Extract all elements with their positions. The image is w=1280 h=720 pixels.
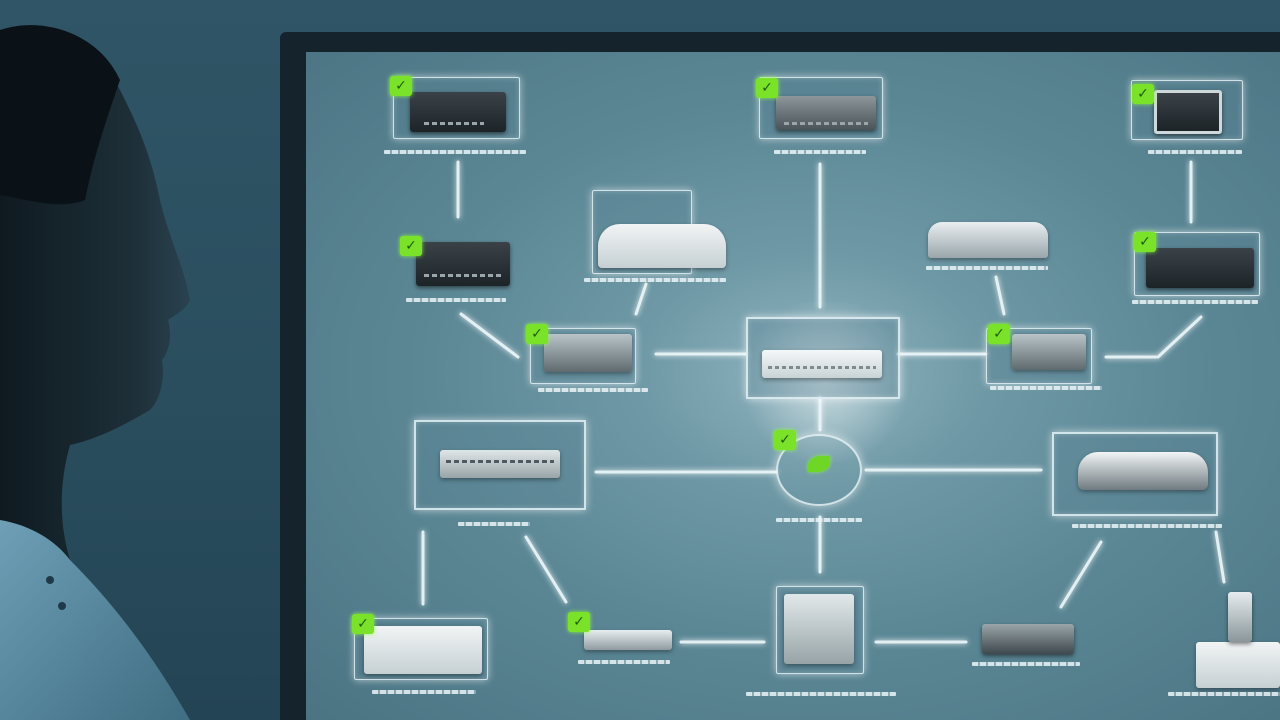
device-caption xyxy=(406,298,506,302)
person-silhouette xyxy=(0,25,190,720)
core-switch-icon xyxy=(762,350,882,378)
monitor-icon xyxy=(784,594,854,664)
device-caption xyxy=(774,150,866,154)
laptop-icon xyxy=(1154,90,1222,134)
patch-panel-icon xyxy=(440,450,560,478)
device-caption xyxy=(926,266,1048,270)
device-caption xyxy=(746,692,896,696)
nas-icon xyxy=(1012,334,1086,370)
device-caption xyxy=(990,386,1102,390)
device-caption xyxy=(1132,300,1258,304)
check-icon: ✓ xyxy=(526,324,548,344)
check-icon: ✓ xyxy=(756,78,778,98)
network-diagram-screen: ✓ ✓ ✓ ✓ ✓ xyxy=(306,52,1280,720)
printer-icon xyxy=(544,334,632,372)
check-icon: ✓ xyxy=(390,76,412,96)
tower-server-icon xyxy=(1196,642,1280,688)
eco-leaf-icon xyxy=(808,456,830,472)
device-caption xyxy=(776,518,862,522)
check-icon: ✓ xyxy=(1134,232,1156,252)
check-icon: ✓ xyxy=(352,614,374,634)
access-point-icon xyxy=(598,224,726,268)
check-icon: ✓ xyxy=(568,612,590,632)
rack-unit-icon xyxy=(1228,592,1252,642)
device-caption xyxy=(578,660,670,664)
check-icon: ✓ xyxy=(1132,84,1154,104)
device-caption xyxy=(372,690,476,694)
check-icon: ✓ xyxy=(774,430,796,450)
router-icon xyxy=(1078,452,1208,490)
check-icon: ✓ xyxy=(400,236,422,256)
device-caption xyxy=(1168,692,1280,696)
appliance-icon xyxy=(982,624,1074,654)
storage-icon xyxy=(1146,248,1254,288)
device-caption xyxy=(384,150,526,154)
hub-ring xyxy=(776,434,862,506)
gateway-icon xyxy=(928,222,1048,258)
switch-icon xyxy=(584,630,672,650)
device-caption xyxy=(458,522,530,526)
check-icon: ✓ xyxy=(988,324,1010,344)
device-caption xyxy=(1148,150,1242,154)
server-rack-icon xyxy=(364,626,482,674)
network-links xyxy=(421,160,1226,644)
device-caption xyxy=(584,278,726,282)
router-icon xyxy=(410,92,506,132)
device-caption xyxy=(538,388,648,392)
server-icon xyxy=(416,242,510,286)
device-caption xyxy=(1072,524,1222,528)
device-caption xyxy=(972,662,1080,666)
